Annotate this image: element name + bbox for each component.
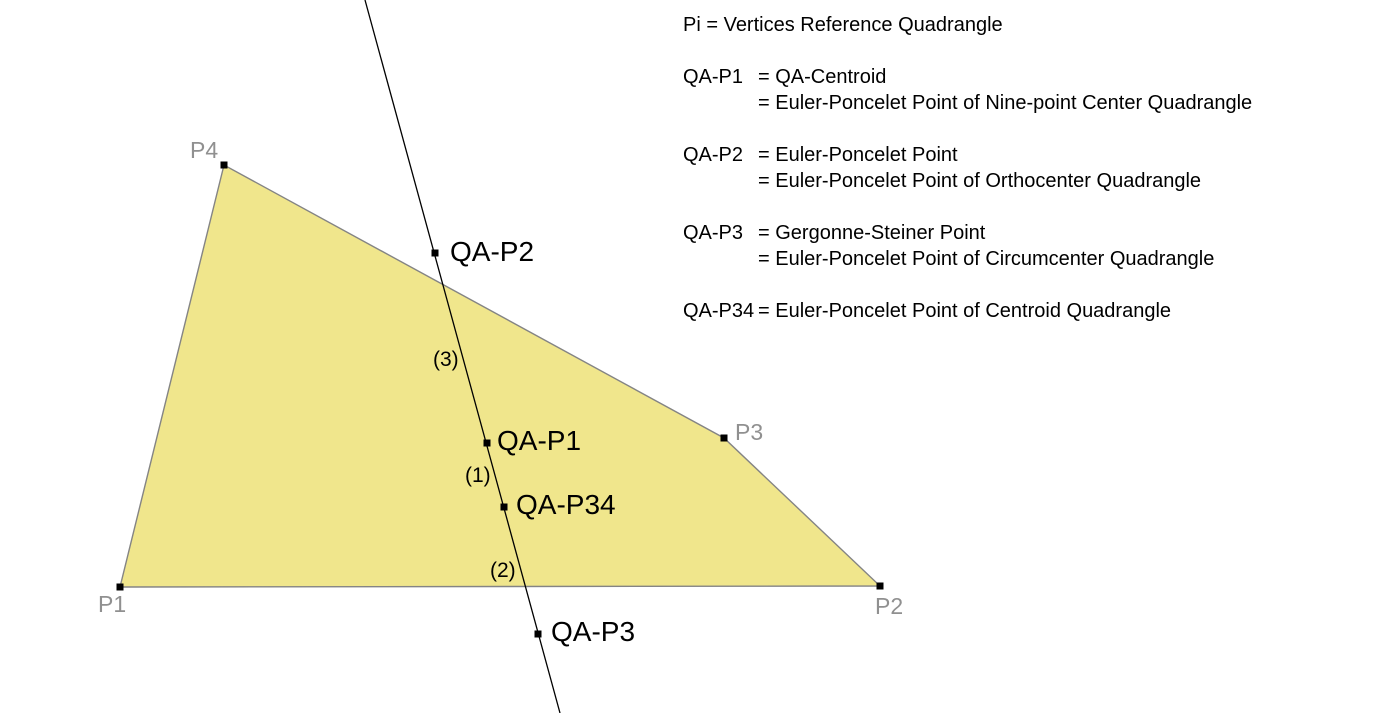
point-label-p1: P1 (98, 591, 126, 617)
point-marker-p2 (876, 582, 884, 590)
point-label-qa-p34: QA-P34 (516, 489, 616, 520)
point-marker-p1 (116, 583, 124, 591)
legend-entry: QA-P2= Euler-Poncelet Point= Euler-Ponce… (683, 142, 1252, 194)
qa-points-line (364, 0, 561, 713)
point-marker-qa-p1 (483, 439, 491, 447)
segment-label: (3) (433, 348, 459, 371)
legend-definition: = Euler-Poncelet Point of Nine-point Cen… (758, 92, 1253, 114)
legend-entry-definitions: = QA-Centroid = Euler-Poncelet Point of N… (758, 64, 1252, 116)
legend-entry-label: QA-P1 (683, 66, 744, 88)
segment-label: (1) (465, 464, 491, 487)
legend-entry: QA-P3 = Gergonne-Steiner Point = Euler-Pon… (683, 220, 1252, 272)
legend-entry-definitions: = Euler-Poncelet Point of Centroid Quadr… (758, 298, 1171, 324)
point-label-p2: P2 (875, 593, 903, 619)
point-marker-qa-p3 (534, 630, 542, 638)
legend-definition: = Gergonne-Steiner Point (758, 222, 986, 244)
point-label-p4: P4 (190, 137, 218, 163)
legend-definition: = Euler-Poncelet Point of Centroid Quadr… (758, 300, 1172, 322)
legend-definition: = Euler-Poncelet Point of Circumcenter Q… (758, 248, 1215, 270)
legend: Pi = Vertices Reference Quadrangle QA-P1… (683, 12, 1252, 324)
legend-entry: QA-P1 = QA-Centroid = Euler-Poncelet Point… (683, 64, 1252, 116)
legend-entry-definitions: = Gergonne-Steiner Point = Euler-Poncelet… (758, 220, 1214, 272)
legend-entry-label: QA-P2 (683, 144, 744, 166)
point-label-qa-p1: QA-P1 (497, 425, 581, 456)
legend-entry-label: QA-P34 (683, 300, 755, 322)
legend-entries: QA-P1 = QA-Centroid = Euler-Poncelet Point… (683, 64, 1252, 324)
legend-title: Pi = Vertices Reference Quadrangle (683, 14, 1003, 36)
legend-entry-label: QA-P3 (683, 222, 744, 244)
point-label-p3: P3 (735, 419, 763, 445)
point-marker-qa-p2 (431, 249, 439, 257)
point-label-qa-p3: QA-P3 (551, 616, 635, 647)
point-marker-qa-p34 (500, 503, 508, 511)
point-marker-p3 (720, 434, 728, 442)
point-label-qa-p2: QA-P2 (450, 236, 534, 267)
legend-definition: = QA-Centroid (758, 66, 887, 88)
legend-definition: = Euler-Poncelet Point of Orthocenter Qu… (758, 170, 1202, 192)
segment-label-layer: (3) (1) (2) (433, 348, 516, 582)
legend-entry: QA-P34= Euler-Poncelet Point of Centroid… (683, 298, 1252, 324)
point-marker-p4 (220, 161, 228, 169)
legend-entry-definitions: = Euler-Poncelet Point = Euler-Poncelet P… (758, 142, 1201, 194)
segment-label: (2) (490, 559, 516, 582)
legend-definition: = Euler-Poncelet Point (758, 144, 958, 166)
